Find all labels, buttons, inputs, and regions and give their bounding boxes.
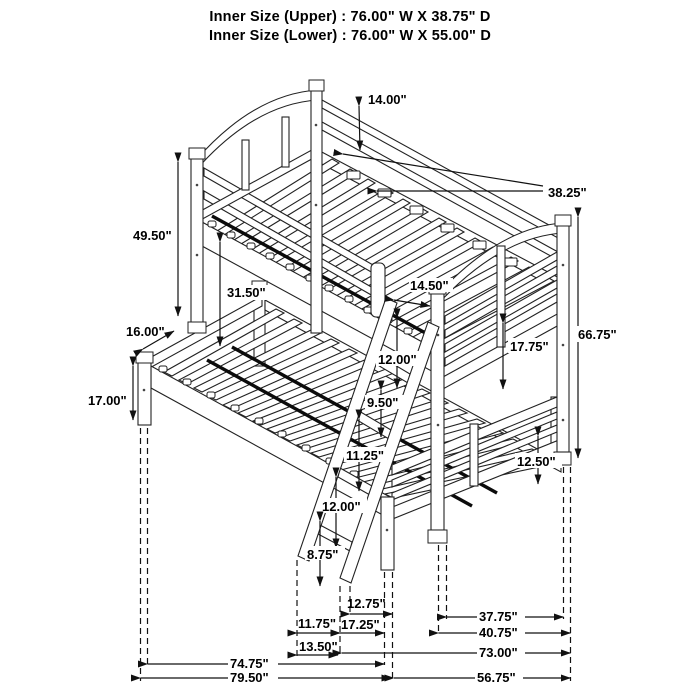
dim-rung-spacing-top: 12.00" <box>378 352 417 367</box>
inner-size-header: Inner Size (Upper) : 76.00" W X 38.75" D… <box>0 8 700 46</box>
back-right-post <box>556 221 570 453</box>
upper-front-left-post <box>190 154 204 324</box>
dim-lower-depth: 56.75" <box>477 670 516 685</box>
dim-rung-spacing-upper-mid: 9.50" <box>367 395 398 410</box>
dim-upper-post-height: 49.50" <box>133 228 172 243</box>
dim-rung-spacing-mid: 11.25" <box>346 448 384 463</box>
ladder-right-rail <box>339 321 440 584</box>
dim-ladder-opening: 14.50" <box>410 278 449 293</box>
dim-ladder-projection: 13.50" <box>299 639 338 654</box>
dim-ladder-width: 11.75" <box>298 616 336 631</box>
dim-guard-rail-height: 14.00" <box>368 92 407 107</box>
dim-upper-width-outer: 40.75" <box>479 625 518 640</box>
dim-front-overhang: 16.00" <box>126 324 165 339</box>
dim-lower-length-inner: 74.75" <box>230 656 269 671</box>
dim-rung-to-floor: 8.75" <box>307 547 338 562</box>
dim-ladder-foot-offset: 12.75" <box>347 596 386 611</box>
bed-posts <box>187 79 572 544</box>
dim-lower-leg-height: 17.00" <box>88 393 127 408</box>
dim-bunk-clearance: 31.50" <box>227 285 266 300</box>
guard-rail-end-post <box>370 262 386 318</box>
dim-upper-deck-width: 38.25" <box>548 185 587 200</box>
dim-rung-spacing-lower: 12.00" <box>322 499 361 514</box>
dim-upper-width-inner: 37.75" <box>479 609 518 624</box>
lower-front-right-leg <box>380 496 395 571</box>
inner-size-lower: Inner Size (Lower) : 76.00" W X 55.00" D <box>208 28 492 44</box>
dim-lower-length-outer: 79.50" <box>230 670 269 685</box>
projection-lines <box>139 428 572 681</box>
inner-size-upper: Inner Size (Upper) : 76.00" W X 38.75" D <box>209 9 491 25</box>
dim-ladder-foot-to-leg: 17.25" <box>341 617 380 632</box>
dimension-annotations: 14.00" 38.25" 49.50" 16.00" 31.50" 17.00… <box>88 92 618 685</box>
dim-overall-depth: 73.00" <box>479 645 518 660</box>
upper-metal-rail <box>211 214 441 343</box>
dim-overall-height: 66.75" <box>578 327 617 342</box>
dim-under-bed-clearance: 12.50" <box>517 454 556 469</box>
dim-foot-clearance: 17.75" <box>510 339 549 354</box>
